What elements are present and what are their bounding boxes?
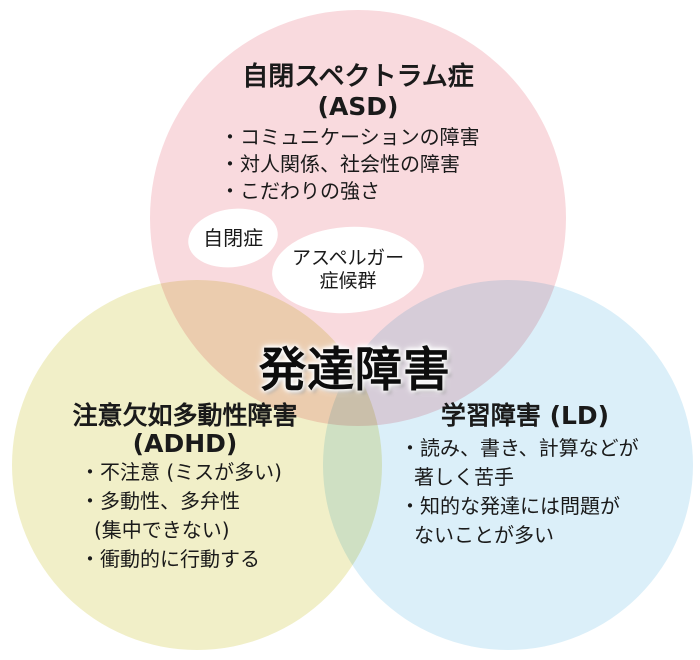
adhd-title-block: 注意欠如多動性障害 (ADHD) [30, 401, 340, 458]
asd-bullet-list: ・コミュニケーションの障害 ・対人関係、社会性の障害 ・こだわりの強さ [220, 124, 480, 205]
asperger-label: アスペルガー 症候群 [292, 247, 404, 293]
asd-bullet: ・対人関係、社会性の障害 [220, 152, 460, 176]
asperger-label-line2: 症候群 [319, 270, 377, 293]
ld-bullet: ・知的な発達には問題が [400, 494, 620, 518]
ld-bullet-list: ・読み、書き、計算などが 著しく苦手 ・知的な発達には問題が ないことが多い [400, 434, 639, 550]
adhd-bullet-continuation: (集中できない) [94, 518, 230, 542]
asd-title: 自閉スペクトラム症 [242, 62, 474, 92]
asd-bullet: ・こだわりの強さ [220, 179, 380, 203]
ld-bullet-continuation: ないことが多い [414, 523, 554, 547]
ld-bullet-continuation: 著しく苦手 [414, 465, 514, 489]
ld-title-block: 学習障害 (LD) [390, 401, 660, 430]
asd-bullet: ・コミュニケーションの障害 [220, 125, 480, 149]
adhd-bullet-list: ・不注意 (ミスが多い) ・多動性、多弁性 (集中できない) ・衝動的に行動する [80, 458, 282, 574]
ld-bullet: ・読み、書き、計算などが [400, 436, 639, 460]
adhd-bullet: ・不注意 (ミスが多い) [80, 460, 282, 484]
adhd-subtitle: (ADHD) [132, 429, 238, 458]
asd-title-block: 自閉スペクトラム症 (ASD) [150, 62, 566, 121]
asperger-label-line1: アスペルガー [291, 247, 405, 270]
adhd-title: 注意欠如多動性障害 [72, 401, 298, 430]
adhd-bullet: ・多動性、多弁性 [80, 489, 240, 513]
adhd-bullet: ・衝動的に行動する [80, 547, 260, 571]
autism-label: 自閉症 [203, 225, 263, 250]
center-title: 発達障害 [259, 343, 451, 398]
asd-subtitle: (ASD) [317, 92, 399, 121]
venn-circle-adhd [12, 280, 382, 650]
ld-title: 学習障害 (LD) [440, 401, 610, 430]
venn-circle-ld [323, 280, 693, 650]
